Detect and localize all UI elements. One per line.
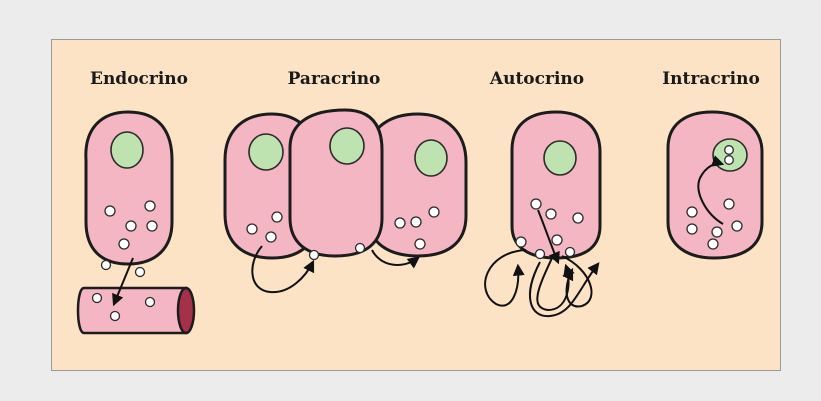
intracrine-nucleus (713, 139, 747, 171)
autocrine-arrow-left (485, 250, 526, 306)
paracrine-left-nucleus (249, 134, 283, 170)
paracrine-center-nucleus (330, 128, 364, 164)
paracrine-right-nucleus (415, 140, 447, 176)
paracrine-title: Paracrino (288, 69, 381, 89)
vessel-lumen (178, 288, 194, 333)
autocrine-group (485, 112, 600, 316)
endocrine-group (78, 112, 194, 333)
endocrine-nucleus (111, 132, 143, 168)
autocrine-nucleus (544, 141, 576, 175)
paracrine-group (225, 110, 466, 292)
intracrine-title: Intracrino (662, 69, 760, 89)
endocrine-title: Endocrino (90, 69, 188, 89)
autocrine-arrow-center (537, 258, 568, 310)
autocrine-title: Autocrino (489, 69, 584, 89)
blood-vessel (78, 288, 194, 333)
intracrine-group (668, 112, 762, 258)
